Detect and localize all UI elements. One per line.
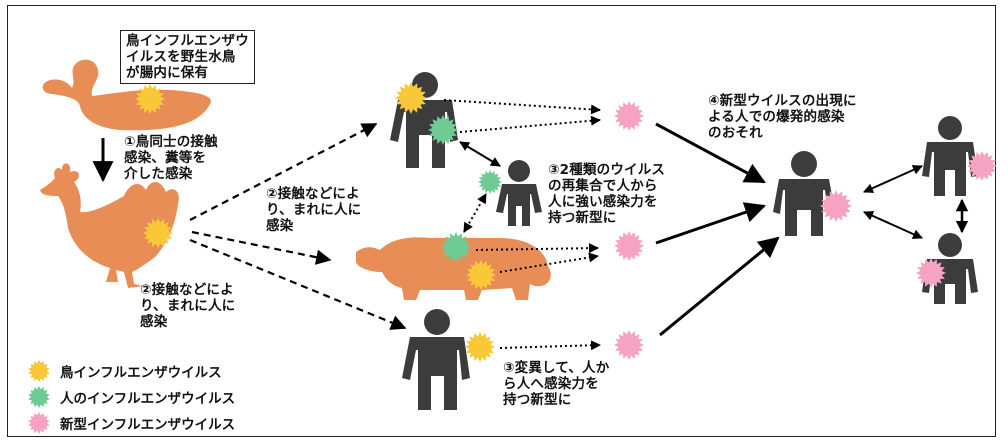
legend-item-human: 人のインフルエンザウイルス: [24, 384, 235, 410]
top-person-avian-virus-icon: [395, 82, 427, 114]
person-middle: [496, 160, 542, 226]
step2-upper-label: ②接触などによ り、まれに人に 感染: [266, 186, 362, 234]
legend-item-new: 新型インフルエンザウイルス: [24, 410, 235, 436]
top-person-human-virus-icon: [428, 115, 458, 145]
legend-burst-shape: [28, 360, 50, 382]
duck-figure: [42, 59, 211, 131]
step3-reassort-label: ③2種類のウイルス の再集合で人から 人に強い感染力を 持つ新型に: [548, 162, 666, 226]
dotted-top-green-to-pinkA: [459, 115, 601, 133]
arrow-top-to-center: [655, 122, 766, 184]
arrow-pig-to-center: [655, 202, 766, 245]
human-virus-icon: [28, 386, 50, 408]
legend-label: 新型インフルエンザウイルス: [60, 417, 236, 433]
legend: 鳥インフルエンザウイルス 人のインフルエンザウイルス 新型インフルエンザウイルス: [24, 358, 235, 436]
legend-item-avian: 鳥インフルエンザウイルス: [24, 358, 235, 384]
pig-figure: [356, 237, 551, 300]
dotted-pig-green-to-pinkB: [475, 243, 599, 254]
pig-avian-virus-icon: [466, 260, 496, 290]
dotted-pig-to-person-middle: [463, 193, 487, 233]
legend-label: 人のインフルエンザウイルス: [60, 391, 236, 407]
step2-lower-label: ②接触などによ り、まれに人に 感染: [140, 282, 236, 330]
legend-burst-shape: [28, 412, 50, 434]
dotted-pig-yellow-to-pinkB: [499, 252, 599, 273]
duck-avian-virus-icon: [135, 84, 165, 114]
rooster-figure: [40, 163, 179, 288]
reservoir-label: 鳥インフルエンザウ イルスを野生水鳥 が腸内に保有: [120, 30, 255, 84]
step4-label: ④新型ウイルスの出現に よる人での爆発的感染 のおそれ: [708, 93, 857, 141]
right-top-person-new-virus-icon: [967, 151, 997, 181]
rooster-avian-virus-icon: [143, 218, 173, 248]
person-right-top: [922, 116, 978, 196]
step3-mutate-label: ③変異して、人か ら人へ感染力を 持つ新型に: [503, 360, 610, 408]
dotted-bottom-to-pinkC: [499, 340, 601, 351]
dashed-rooster-to-bottom: [189, 238, 407, 330]
dashed-rooster-to-pig: [191, 230, 332, 265]
arrow-top-person-middle: [459, 141, 501, 167]
bottom-person-avian-virus-icon: [465, 332, 495, 362]
new-virus-a-icon: [614, 101, 644, 131]
person-bottom: [402, 309, 470, 410]
arrow-bottom-to-center: [659, 236, 780, 337]
step1-label: ①鳥同士の接触 感染、糞等を 介した感染: [124, 134, 218, 182]
legend-burst-shape: [28, 386, 50, 408]
new-virus-b-icon: [614, 231, 644, 261]
new-virus-icon: [28, 412, 50, 434]
legend-label: 鳥インフルエンザウイルス: [60, 365, 222, 381]
diagram-frame: [7, 5, 996, 437]
dashed-rooster-to-top: [189, 123, 378, 221]
middle-person-human-virus-icon: [478, 170, 502, 194]
right-bottom-person-new-virus-icon: [916, 258, 946, 288]
center-person-new-virus-icon: [820, 190, 852, 222]
new-virus-c-icon: [614, 330, 644, 360]
pig-human-virus-icon: [441, 232, 471, 262]
avian-virus-icon: [28, 360, 50, 382]
person-center: [773, 151, 835, 236]
arrow-center-to-right-bottom: [863, 211, 923, 239]
arrow-center-to-right-top: [863, 165, 923, 193]
dotted-top-to-pinkA: [443, 99, 601, 115]
